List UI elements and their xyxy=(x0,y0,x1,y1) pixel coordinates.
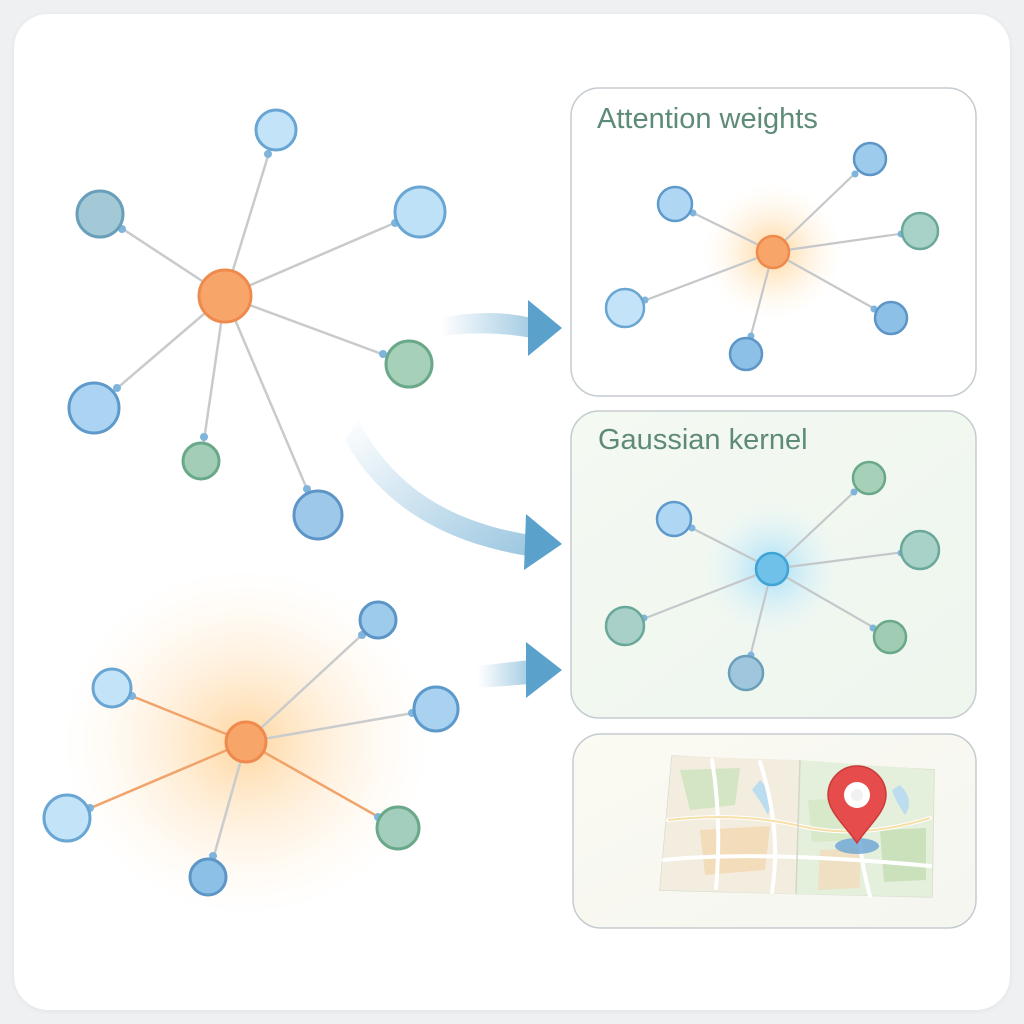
node xyxy=(656,185,694,223)
center-node xyxy=(754,551,790,587)
node xyxy=(375,805,421,851)
graph-bottom-left xyxy=(42,567,460,917)
panel-gaussian-kernel xyxy=(570,410,977,719)
node xyxy=(872,619,908,655)
node xyxy=(188,857,228,897)
node xyxy=(292,489,344,541)
node xyxy=(655,500,693,538)
arrow-right-icon xyxy=(526,642,562,698)
arrow-bottom xyxy=(478,642,562,698)
panel-map xyxy=(572,733,977,929)
panel-title-gaussian-kernel: Gaussian kernel xyxy=(598,424,808,456)
arrow-curved xyxy=(345,420,562,570)
node xyxy=(604,287,646,329)
location-pin-icon xyxy=(827,765,887,854)
panel-title-attention-weights: Attention weights xyxy=(597,103,818,135)
center-node xyxy=(224,720,268,764)
arrow-right-icon xyxy=(524,514,562,570)
arrow-top xyxy=(440,300,562,356)
node xyxy=(727,654,765,692)
node xyxy=(728,336,764,372)
map-icon xyxy=(659,755,935,898)
node xyxy=(384,339,434,389)
center-node xyxy=(755,234,791,270)
center-node xyxy=(197,268,253,324)
node xyxy=(873,300,909,336)
graph-top-left-edge-tips xyxy=(113,150,399,493)
node xyxy=(604,605,646,647)
node xyxy=(851,460,887,496)
node xyxy=(358,600,398,640)
node xyxy=(899,529,941,571)
graph-top-left xyxy=(67,108,447,541)
node xyxy=(393,185,447,239)
node xyxy=(254,108,298,152)
node xyxy=(412,685,460,733)
node xyxy=(75,189,125,239)
node xyxy=(852,141,888,177)
node xyxy=(900,211,940,251)
panel-attention-weights xyxy=(570,87,977,397)
arrow-right-icon xyxy=(528,300,562,356)
node xyxy=(91,667,133,709)
node xyxy=(181,441,221,481)
node xyxy=(42,793,92,843)
node xyxy=(67,381,121,435)
